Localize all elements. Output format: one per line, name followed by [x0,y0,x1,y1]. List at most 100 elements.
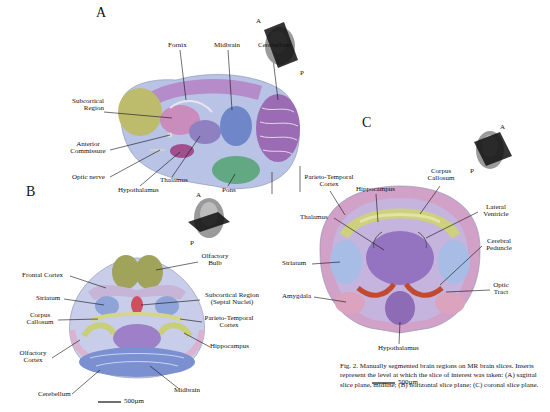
leader-line-part [58,319,98,320]
horizontal-slice-part [72,330,88,356]
panel-letter: C [362,116,371,131]
region-label: Cerebellum [258,42,291,49]
region-label: Subcortical Region (Septal Nuclei) [200,292,264,307]
leader-line-part [426,212,478,238]
scale-label: 500µm [124,398,144,405]
orientation-letter: P [190,240,194,247]
coronal-slice-part [330,240,362,284]
leader-line-part [64,299,104,305]
figure-caption: Fig. 2. Manually segmented brain regions… [340,362,548,390]
region-label: Cerebellum [38,391,71,398]
leader-line-part [420,186,440,214]
leader-line [52,262,210,394]
sagittal-slice-part [189,120,221,144]
region-label: Hippocampus [356,186,395,193]
leader-line-part [141,300,200,305]
slice-inset-part [188,212,230,232]
region-label: Optic nerve [72,174,105,181]
leader-line-part [228,174,235,186]
leader-line-part [330,191,345,215]
horizontal-slice-part [84,325,114,336]
coronal-slice-part [360,215,440,223]
sagittal-slice-part [150,79,262,104]
coronal-slice-part [385,291,415,325]
sagittal-slice-part [170,101,212,112]
region-label: Midbrain [214,42,240,49]
horizontal-slice-part [160,325,190,336]
horizontal-slice-part [186,330,202,356]
leader-line-part [104,112,172,118]
orientation-letter: A [196,192,201,199]
horizontal-slice-part [79,347,195,377]
coronal-slice-part [320,186,480,333]
horizontal-slice-part [135,255,163,289]
region-label: Subcortical Region [62,98,104,113]
orientation-letter: A [500,124,505,131]
region-label: Olfactory Bulb [198,253,232,268]
coronal-slice-part [406,284,442,295]
sagittal-slice-part [256,94,300,162]
coronal-slice-part [435,292,465,314]
region-label: Hippocampus [210,343,249,350]
region-label: Amygdala [282,293,311,300]
sagittal-slice-part [170,144,194,158]
leader-line-part [72,370,100,394]
orientation-letter: P [470,168,474,175]
leader-line [312,186,490,344]
region-label: Anterior Commissure [66,141,110,156]
coronal-slice [320,186,480,333]
leader-line-part [312,262,340,264]
orientation-letter: P [300,70,304,77]
leader-line-part [376,194,378,222]
region-label: Midbrain [174,387,200,394]
leader-line-part [172,136,200,177]
leader-line-part [446,290,490,292]
region-label: Striatum [282,260,306,267]
slice-inset [474,131,512,169]
coronal-slice-part [373,232,426,248]
sagittal-slice-part [150,149,165,151]
region-label: Corpus Callosum [22,312,58,327]
slice-inset [188,198,230,238]
slice-inset-part [474,132,512,166]
region-label: Thalamus [300,214,328,221]
scale-bar [98,401,121,402]
horizontal-slice-part [92,314,182,320]
region-label: Striatum [36,295,60,302]
region-label: Corpus Callosum [422,168,460,183]
horizontal-slice [69,255,204,378]
coronal-slice-part [358,284,394,295]
leader-line-part [440,246,482,285]
region-label: Lateral Ventricle [478,204,514,219]
leader-line-part [156,262,198,270]
leader-line-part [399,322,400,344]
horizontal-slice-part [90,354,184,367]
leader-line-part [110,150,160,177]
leader-line-part [228,50,232,110]
region-label: Parieto-Temporal Cortex [200,315,258,330]
sagittal-slice-part [212,156,260,184]
coronal-slice-part [335,292,365,314]
leader-line-part [70,276,106,288]
panel-letter: A [96,6,106,21]
leader-line-part [110,135,170,150]
sagittal-slice-part [260,108,298,154]
region-label: Hypothalamus [118,187,159,194]
leader-line-part [184,333,210,347]
sagittal-slice [118,74,300,188]
region-label: Hypothalamus [378,345,419,352]
leader-line-part [180,50,186,100]
leader-line-part [150,366,178,388]
region-label: Frontal Cortex [22,272,63,279]
region-label: Cerebral Peduncle [480,238,518,253]
region-label: Olfactory Cortex [14,350,52,365]
region-label: Parieto-Temporal Cortex [300,174,358,189]
region-label: Thalamus [160,177,188,184]
leader-line [104,50,300,194]
leader-line-part [180,319,202,322]
orientation-letter: A [256,18,261,25]
sagittal-slice-part [220,106,252,146]
